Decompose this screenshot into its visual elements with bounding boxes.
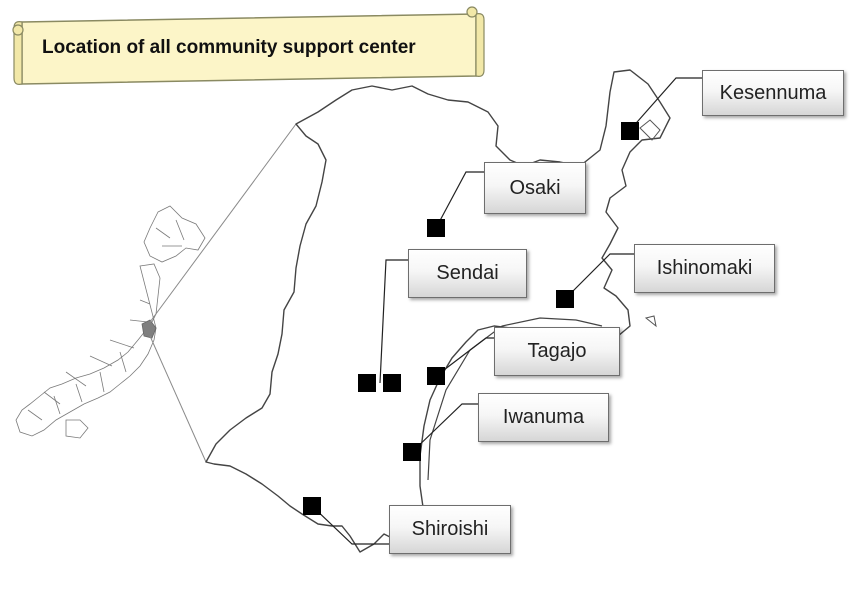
location-label-ishinomaki: Ishinomaki [634, 244, 775, 293]
location-label-iwanuma: Iwanuma [478, 393, 609, 442]
marker-osaki [427, 219, 445, 237]
marker-shiroishi [303, 497, 321, 515]
japan-map-icon [15, 205, 206, 439]
location-label-sendai: Sendai [408, 249, 527, 298]
marker-sendai-1 [358, 374, 376, 392]
marker-sendai-2 [383, 374, 401, 392]
miyagi-highlight [141, 319, 157, 339]
location-label-osaki: Osaki [484, 162, 586, 214]
location-label-shiroishi: Shiroishi [389, 505, 511, 554]
page-title: Location of all community support center [42, 37, 416, 58]
location-label-kesennuma: Kesennuma [702, 70, 844, 116]
miyagi-prefecture-outline [205, 69, 671, 553]
location-label-tagajo: Tagajo [494, 327, 620, 376]
square-marker-icon-group [303, 122, 639, 515]
leader-lines [311, 77, 702, 545]
zoom-connector-lines [149, 123, 297, 463]
marker-tagajo [427, 367, 445, 385]
title-scroll [12, 6, 485, 85]
coast-islands [639, 119, 661, 328]
marker-kesennuma [621, 122, 639, 140]
marker-ishinomaki [556, 290, 574, 308]
marker-iwanuma [403, 443, 421, 461]
